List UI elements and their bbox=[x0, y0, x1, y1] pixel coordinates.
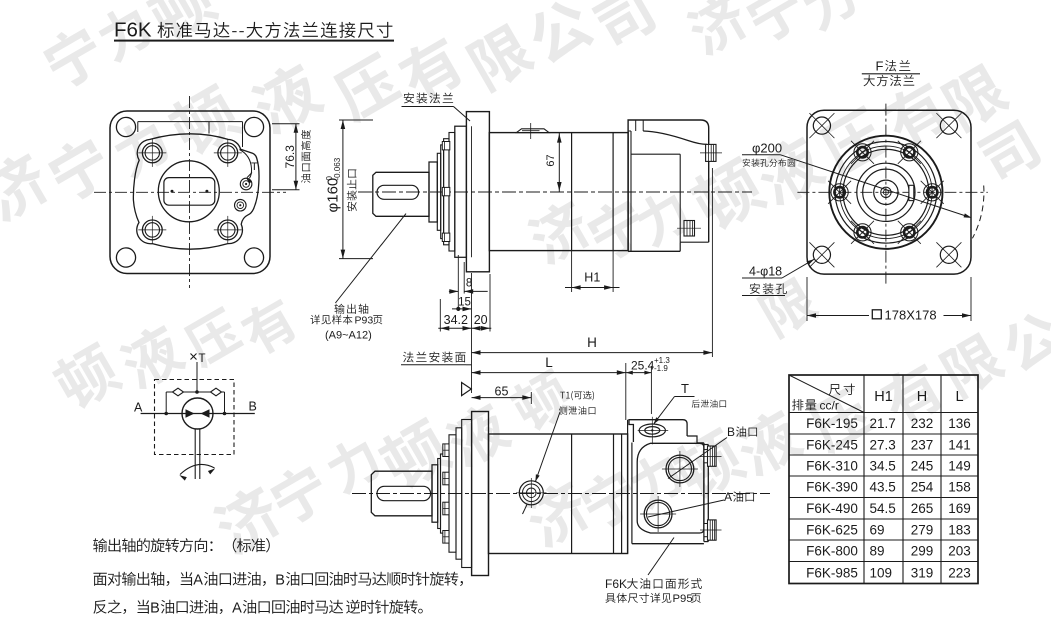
svg-text:H1: H1 bbox=[584, 271, 600, 285]
svg-text:H: H bbox=[917, 389, 927, 405]
svg-text:B: B bbox=[150, 601, 160, 617]
svg-text:136: 136 bbox=[948, 416, 971, 431]
svg-text:223: 223 bbox=[948, 565, 971, 580]
svg-text:A: A bbox=[134, 401, 143, 415]
svg-text:φ160: φ160 bbox=[324, 178, 341, 213]
svg-text:+1.3: +1.3 bbox=[654, 356, 670, 365]
svg-text:T: T bbox=[681, 381, 689, 396]
svg-text:141: 141 bbox=[948, 437, 971, 452]
svg-text:0: 0 bbox=[325, 176, 334, 181]
svg-text:4-φ18: 4-φ18 bbox=[749, 265, 782, 279]
svg-text:(A9~A12): (A9~A12) bbox=[325, 330, 372, 342]
svg-text:cc/r: cc/r bbox=[820, 399, 839, 413]
svg-text:B: B bbox=[275, 573, 285, 589]
svg-text:H: H bbox=[587, 335, 597, 350]
svg-text:F6K: F6K bbox=[605, 577, 627, 591]
svg-text:21.7: 21.7 bbox=[870, 416, 896, 431]
svg-text:15: 15 bbox=[458, 296, 471, 308]
svg-text:65: 65 bbox=[495, 385, 509, 399]
svg-text:245: 245 bbox=[911, 458, 934, 473]
svg-text:F6K-310: F6K-310 bbox=[806, 458, 858, 473]
svg-text:H1: H1 bbox=[874, 389, 893, 405]
svg-text:L: L bbox=[955, 389, 963, 405]
svg-text:8: 8 bbox=[466, 278, 472, 290]
svg-text:φ200: φ200 bbox=[752, 141, 782, 156]
svg-text:-0.063: -0.063 bbox=[333, 157, 342, 180]
svg-text:20: 20 bbox=[474, 313, 488, 327]
svg-text:F6K-195: F6K-195 bbox=[806, 416, 858, 431]
svg-text:L: L bbox=[545, 355, 553, 370]
svg-text:237: 237 bbox=[911, 437, 934, 452]
svg-text:-1.9: -1.9 bbox=[654, 364, 668, 373]
svg-text:254: 254 bbox=[911, 480, 934, 495]
svg-text:69: 69 bbox=[870, 522, 885, 537]
svg-text:F6K: F6K bbox=[114, 19, 152, 42]
svg-text:A: A bbox=[232, 601, 242, 617]
svg-text:P95: P95 bbox=[673, 593, 693, 605]
svg-text:25.4: 25.4 bbox=[631, 359, 655, 373]
svg-text:T: T bbox=[251, 161, 258, 173]
svg-text:109: 109 bbox=[870, 565, 893, 580]
svg-text:183: 183 bbox=[948, 522, 971, 537]
svg-text:A: A bbox=[193, 573, 203, 589]
svg-text:319: 319 bbox=[911, 565, 934, 580]
svg-text:F6K-390: F6K-390 bbox=[806, 480, 858, 495]
svg-text:89: 89 bbox=[870, 544, 885, 559]
svg-text:F6K-490: F6K-490 bbox=[806, 501, 858, 516]
svg-text:34.2: 34.2 bbox=[444, 313, 468, 327]
svg-text:T: T bbox=[199, 353, 206, 365]
svg-text:149: 149 bbox=[948, 458, 971, 473]
svg-text:265: 265 bbox=[911, 501, 934, 516]
svg-text:A: A bbox=[724, 490, 732, 504]
svg-text:F: F bbox=[876, 59, 884, 74]
svg-text:P93: P93 bbox=[355, 315, 374, 327]
svg-text:158: 158 bbox=[948, 480, 971, 495]
svg-text:76.3: 76.3 bbox=[283, 145, 297, 169]
svg-text:B: B bbox=[249, 400, 257, 414]
svg-text:232: 232 bbox=[911, 416, 934, 431]
svg-text:169: 169 bbox=[948, 501, 971, 516]
svg-text:178X178: 178X178 bbox=[885, 307, 937, 322]
svg-text:299: 299 bbox=[911, 544, 934, 559]
svg-text:F6K-625: F6K-625 bbox=[806, 522, 858, 537]
svg-text:67: 67 bbox=[545, 154, 557, 166]
svg-text:F6K-245: F6K-245 bbox=[806, 437, 858, 452]
svg-text:54.5: 54.5 bbox=[870, 501, 896, 516]
svg-text:B: B bbox=[727, 425, 735, 439]
svg-text:203: 203 bbox=[948, 544, 971, 559]
svg-text:27.3: 27.3 bbox=[870, 437, 896, 452]
svg-text:279: 279 bbox=[911, 522, 934, 537]
svg-text:34.5: 34.5 bbox=[870, 458, 896, 473]
svg-text:F6K-800: F6K-800 bbox=[806, 544, 858, 559]
svg-text:F6K-985: F6K-985 bbox=[806, 565, 858, 580]
svg-text:43.5: 43.5 bbox=[870, 480, 896, 495]
